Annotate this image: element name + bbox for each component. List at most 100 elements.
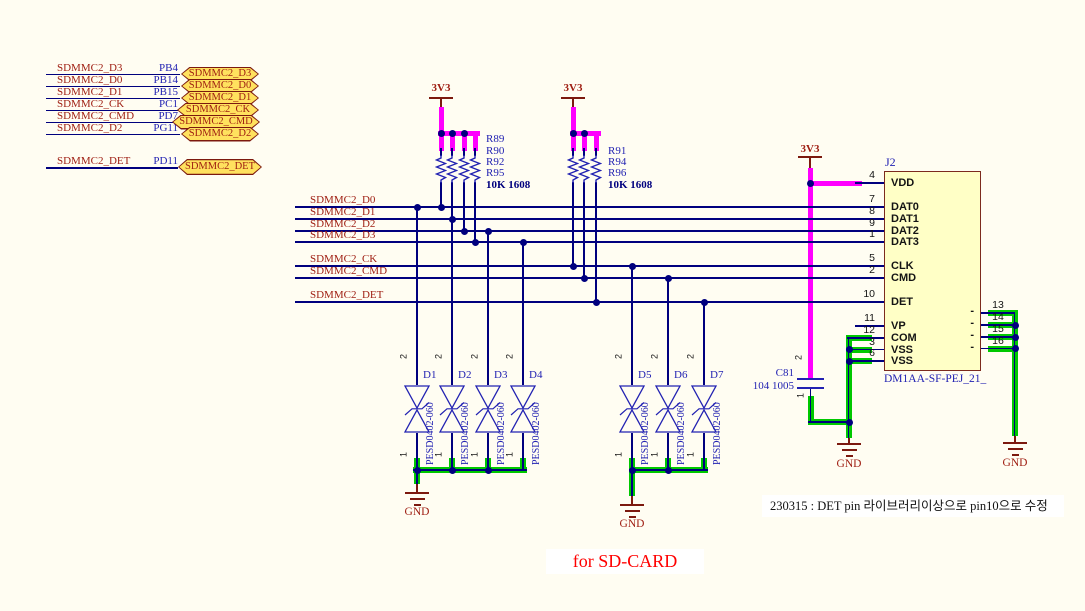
junction-dot	[806, 179, 814, 187]
wire	[46, 167, 178, 169]
junction-dot	[628, 262, 636, 270]
gnd-symbol	[628, 516, 636, 518]
power-wire	[461, 136, 467, 151]
wire	[440, 148, 442, 156]
net-label: SDMMC2_DET	[310, 289, 384, 301]
port-tag: SDMMC2_D3	[181, 67, 259, 82]
wire	[46, 133, 180, 135]
diode-pin-number: 2	[685, 354, 696, 360]
gnd-symbol	[405, 492, 429, 494]
pin-number: 3	[869, 335, 875, 348]
port-tag-body: SDMMC2_D3	[182, 68, 257, 80]
port-tag-body: SDMMC2_CK	[178, 104, 257, 116]
capacitor-ref: C81	[775, 367, 794, 379]
port-tag-label: SDMMC2_D0	[188, 79, 252, 91]
pin-name: DAT2	[891, 225, 919, 237]
wire	[667, 278, 669, 385]
diode-symbol	[438, 385, 466, 433]
power-label: 3V3	[431, 82, 451, 94]
pin-name: -	[970, 340, 974, 353]
diode-ref: D1	[423, 369, 437, 381]
pin-stub	[855, 277, 884, 279]
diode-pin-number: 2	[504, 354, 515, 360]
wire	[487, 231, 489, 385]
port-tag-label: SDMMC2_CK	[185, 103, 251, 115]
wire	[295, 218, 884, 220]
note-text: 230315 : DET pin 라이브러리이상으로 pin10으로 수정	[770, 499, 1048, 513]
wire	[474, 148, 476, 156]
pin-stub	[855, 360, 884, 362]
pin-number: 8	[869, 205, 875, 217]
pin-stub	[855, 230, 884, 232]
wire	[46, 121, 180, 123]
junction-dot	[845, 418, 853, 426]
gnd-symbol	[1007, 448, 1023, 450]
diode-ref: D2	[458, 369, 472, 381]
gnd-label: GND	[404, 506, 430, 518]
junction-dot	[569, 262, 577, 270]
diode-symbol	[509, 385, 537, 433]
pin-name: -	[970, 317, 974, 329]
diode-pin-number: 1	[649, 452, 660, 458]
mcu-pin-label: PB4	[159, 62, 178, 74]
connector-part: DM1AA-SF-PEJ_21_	[884, 373, 987, 385]
pin-name: CMD	[891, 272, 917, 284]
junction-dot	[845, 357, 853, 365]
mcu-pin-label: PD11	[153, 155, 178, 167]
junction-dot	[437, 130, 445, 137]
wire	[1013, 313, 1015, 436]
wire	[808, 421, 852, 423]
net-label: SDMMC2_D3	[57, 62, 123, 74]
pin-number: 9	[869, 217, 875, 229]
resistor-ref: R89	[486, 133, 505, 145]
wire	[46, 109, 180, 111]
junction-dot	[580, 274, 588, 282]
gnd-symbol	[841, 449, 857, 451]
wire	[522, 242, 524, 385]
pin-name: VDD	[891, 177, 915, 189]
wire	[631, 433, 633, 470]
pin-stub	[855, 301, 884, 303]
pin-number: 6	[869, 347, 875, 359]
pin-stub	[847, 337, 855, 339]
net-label: SDMMC2_D3	[310, 229, 376, 241]
wire	[703, 433, 705, 470]
note-background	[762, 495, 1064, 517]
diode-ref: D6	[674, 369, 688, 381]
mcu-pin-label: PB14	[153, 74, 178, 86]
wire	[295, 206, 884, 208]
pin-number: 10	[863, 288, 875, 300]
pin-stub	[855, 265, 884, 267]
pin-stub	[981, 312, 1015, 314]
power-label: 3V3	[563, 82, 583, 94]
port-tag-label: SDMMC2_D1	[188, 91, 252, 103]
junction-dot	[628, 466, 636, 474]
connector-body	[884, 171, 981, 371]
wire	[631, 266, 633, 385]
pin-name: DET	[891, 296, 913, 308]
resistor-value: 10K 1608	[608, 179, 653, 191]
diode-pin-number: 1	[469, 452, 480, 458]
gnd-symbol	[620, 504, 644, 506]
junction-dot	[592, 298, 600, 306]
diode-pin-number: 1	[398, 452, 409, 458]
diode-part-label: PESD0402-060	[712, 402, 723, 465]
diode-symbol	[618, 385, 646, 433]
resistor-ref: R96	[608, 166, 627, 179]
pin-number: 5	[869, 252, 875, 264]
resistor-ref: R95	[486, 166, 505, 179]
resistor-ref: R94	[608, 155, 627, 168]
wire	[463, 148, 465, 156]
port-tag: SDMMC2_CMD	[172, 115, 260, 130]
port-tag: SDMMC2_DET	[178, 159, 262, 175]
power-rail-symbol	[440, 97, 442, 107]
port-tag-label: SDMMC2_D2	[188, 127, 252, 139]
wire	[631, 470, 633, 496]
port-tag-body: SDMMC2_CMD	[173, 116, 258, 128]
pin-number: 12	[863, 324, 875, 336]
resistor-symbol	[567, 154, 579, 184]
gnd-symbol	[409, 498, 425, 500]
port-tag-label: SDMMC2_CMD	[179, 115, 253, 127]
junction-dot	[448, 130, 456, 137]
